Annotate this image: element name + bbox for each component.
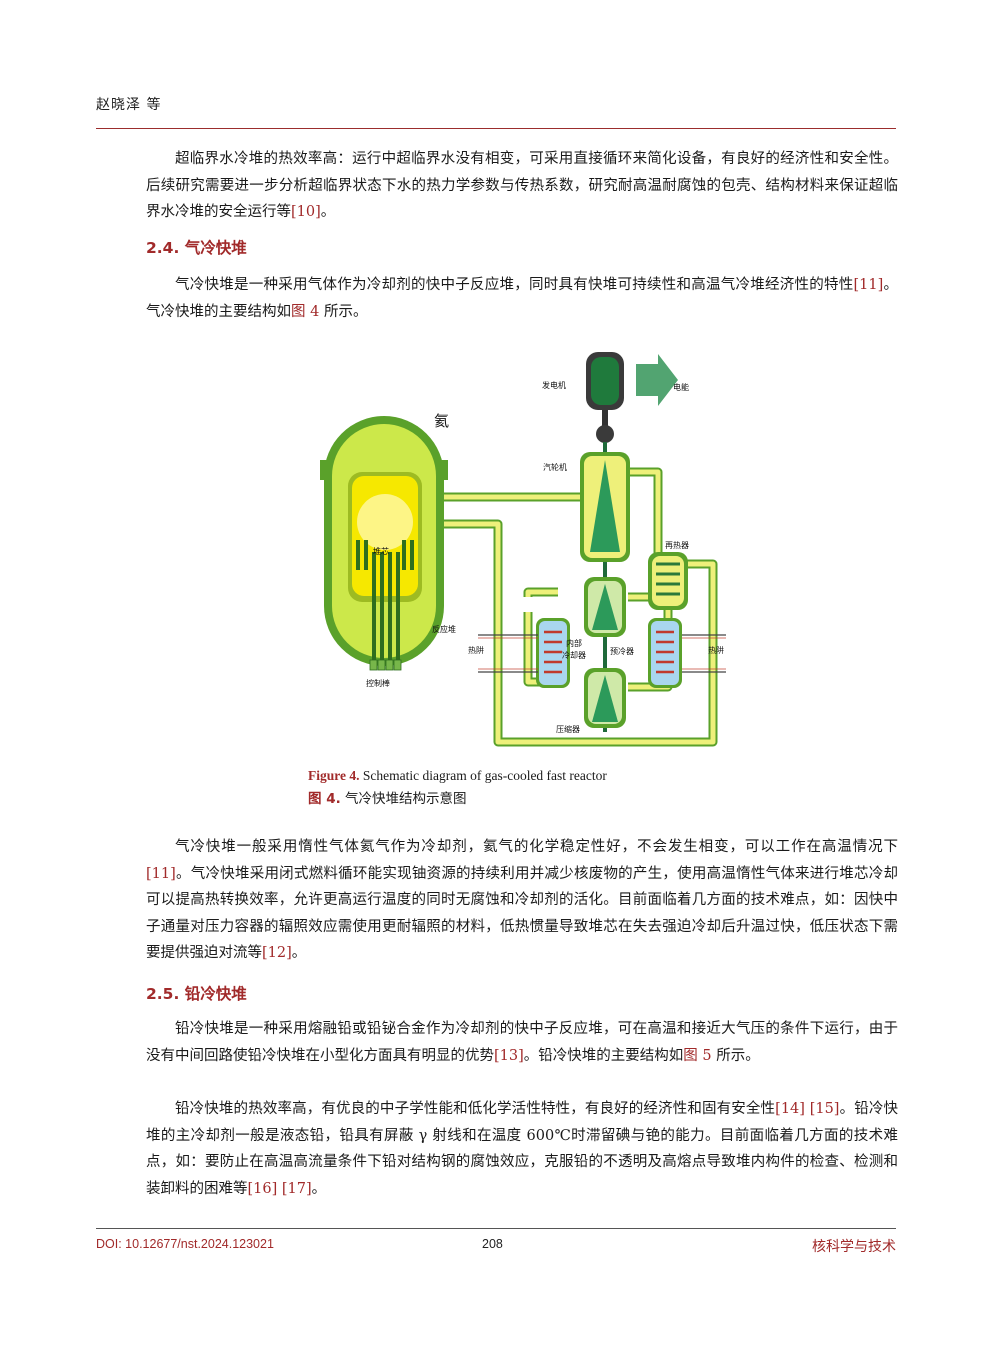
paragraph-text: 。铅冷快堆的主要结构如 xyxy=(523,1047,684,1064)
paragraph-scwr: 超临界水冷堆的热效率高：运行中超临界水没有相变，可采用直接循环来简化设备，有良好… xyxy=(146,146,898,226)
figure-caption-label: Figure 4. xyxy=(308,768,360,783)
generator xyxy=(586,352,678,443)
gfr-schematic-svg: 发电机 电能 氦 汽轮机 再热器 堆芯 反应堆 热阱 内部 冷却器 预冷器 热阱… xyxy=(320,352,726,747)
figure-caption-zh: 图 4. 气冷快堆结构示意图 xyxy=(308,787,467,807)
label-inner-cooler-line2: 冷却器 xyxy=(562,650,586,660)
paragraph-text: 气冷快堆一般采用惰性气体氦气作为冷却剂，氦气的化学稳定性好，不会发生相变，可以工… xyxy=(175,839,898,855)
label-generator: 发电机 xyxy=(542,380,566,390)
label-reactor: 反应堆 xyxy=(432,624,456,634)
footer-journal-name: 核科学与技术 xyxy=(812,1239,896,1255)
citation-link[interactable]: [15] xyxy=(809,1101,840,1117)
compressor-upper xyxy=(584,577,626,637)
figure-caption-en: Figure 4. Schematic diagram of gas-coole… xyxy=(308,768,607,784)
label-recuperator: 再热器 xyxy=(665,540,689,550)
running-header-author: 赵晓泽 等 xyxy=(96,97,162,113)
section-heading-gfr: 2.4. 气冷快堆 xyxy=(146,239,247,257)
reactor-vessel xyxy=(320,416,448,671)
label-heat-sink-left: 热阱 xyxy=(468,645,484,655)
gfr-schematic-figure: 发电机 电能 氦 汽轮机 再热器 堆芯 反应堆 热阱 内部 冷却器 预冷器 热阱… xyxy=(318,342,728,760)
inner-cooler xyxy=(536,618,570,688)
label-helium: 氦 xyxy=(434,412,449,430)
label-control-rods: 控制棒 xyxy=(366,678,390,688)
footer-divider xyxy=(96,1228,896,1229)
footer-doi-link[interactable]: DOI: 10.12677/nst.2024.123021 xyxy=(96,1237,274,1251)
paragraph-text: 。铅冷快堆的主冷却剂一般是液态铅，铅具有屏蔽 γ 射线和在温度 600℃时滞留碘… xyxy=(146,1101,899,1197)
paragraph-text: 。 xyxy=(320,204,336,220)
citation-link[interactable]: [16] xyxy=(247,1180,278,1197)
citation-link[interactable]: [11] xyxy=(853,277,884,293)
paragraph-text: 所示。 xyxy=(319,303,368,320)
paragraph-text: 所示。 xyxy=(711,1047,760,1064)
paragraph-lfr-intro: 铅冷快堆是一种采用熔融铅或铅铋合金作为冷却剂的快中子反应堆，可在高温和接近大气压… xyxy=(146,1016,898,1069)
figure-link[interactable]: 图 4 xyxy=(291,303,320,320)
recuperator xyxy=(648,552,688,610)
figure-caption-text-zh: 气冷快堆结构示意图 xyxy=(340,791,467,807)
label-core: 堆芯 xyxy=(373,546,389,556)
citation-link[interactable]: [11] xyxy=(146,865,176,882)
paragraph-text: 。 xyxy=(311,1180,327,1197)
citation-link[interactable]: [13] xyxy=(494,1047,524,1064)
precooler xyxy=(648,618,682,688)
header-divider xyxy=(96,128,896,129)
paragraph-text: 超临界水冷堆的热效率高：运行中超临界水没有相变，可采用直接循环来简化设备，有良好… xyxy=(146,151,898,220)
citation-link[interactable]: [14] xyxy=(775,1101,805,1117)
figure-caption-text: Schematic diagram of gas-cooled fast rea… xyxy=(359,768,607,783)
label-inner-cooler-line1: 内部 xyxy=(566,638,582,648)
label-compressor: 压缩器 xyxy=(556,724,580,734)
figure-caption-label-zh: 图 4. xyxy=(308,791,341,807)
citation-link[interactable]: [17] xyxy=(281,1180,312,1197)
paragraph-lfr-detail: 铅冷快堆的热效率高，有优良的中子学性能和低化学活性特性，有良好的经济性和固有安全… xyxy=(146,1096,898,1202)
paragraph-text: 铅冷快堆的热效率高，有优良的中子学性能和低化学活性特性，有良好的经济性和固有安全… xyxy=(175,1101,776,1117)
section-heading-lfr: 2.5. 铅冷快堆 xyxy=(146,985,247,1003)
compressor-lower xyxy=(584,668,626,728)
citation-link[interactable]: [10] xyxy=(291,204,321,220)
paragraph-gfr-intro: 气冷快堆是一种采用气体作为冷却剂的快中子反应堆，同时具有快堆可持续性和高温气冷堆… xyxy=(146,272,898,325)
label-precooler: 预冷器 xyxy=(610,646,634,656)
figure-link[interactable]: 图 5 xyxy=(683,1047,712,1064)
label-turbine: 汽轮机 xyxy=(543,462,567,472)
paragraph-text: 。气冷快堆的主要结构如 xyxy=(146,277,898,320)
paragraph-text: 。气冷快堆采用闭式燃料循环能实现铀资源的持续利用并减少核废物的产生，使用高温惰性… xyxy=(146,865,898,962)
footer-page-number: 208 xyxy=(482,1237,503,1251)
paragraph-text: 。 xyxy=(291,945,307,961)
label-electricity: 电能 xyxy=(673,382,689,392)
turbine xyxy=(580,452,630,562)
label-heat-sink-right: 热阱 xyxy=(708,645,724,655)
paragraph-text: 气冷快堆是一种采用气体作为冷却剂的快中子反应堆，同时具有快堆可持续性和高温气冷堆… xyxy=(175,277,854,293)
paragraph-text: 铅冷快堆是一种采用熔融铅或铅铋合金作为冷却剂的快中子反应堆，可在高温和接近大气压… xyxy=(146,1021,898,1064)
citation-link[interactable]: [12] xyxy=(262,945,292,961)
paragraph-gfr-detail: 气冷快堆一般采用惰性气体氦气作为冷却剂，氦气的化学稳定性好，不会发生相变，可以工… xyxy=(146,834,898,967)
